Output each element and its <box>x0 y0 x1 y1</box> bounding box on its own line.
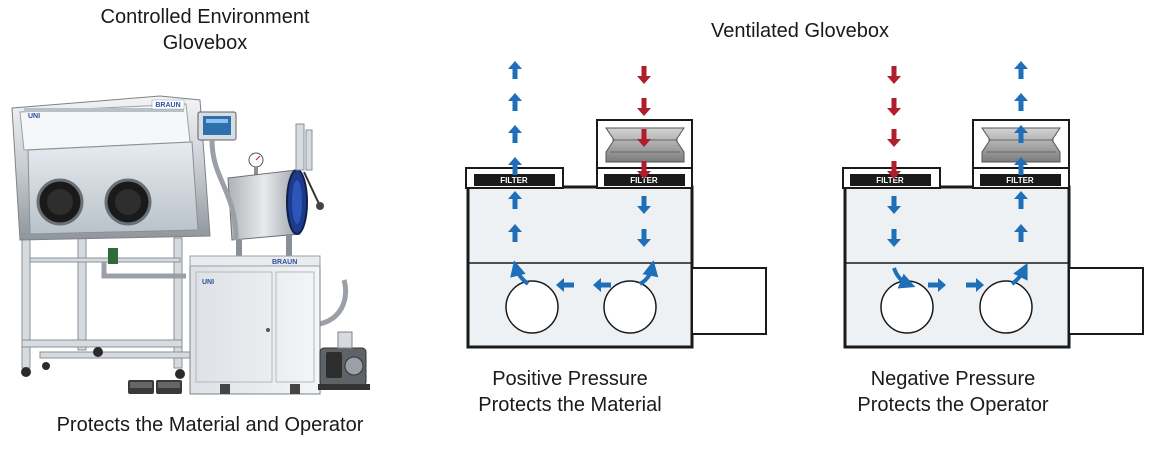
airflow-arrow <box>887 161 901 179</box>
airflow-arrow <box>1014 157 1028 175</box>
controlled-glovebox-caption: Protects the Material and Operator <box>56 414 364 436</box>
chamber-brand-plate: BRAUN UNI <box>28 99 185 120</box>
vacuum-pump <box>318 331 370 390</box>
brand-logo-top: BRAUN <box>155 102 180 109</box>
airflow-arrow <box>1014 61 1028 79</box>
positive-chamber <box>466 185 694 349</box>
sub-brand-logo-top: UNI <box>28 113 40 120</box>
negative-chamber <box>843 185 1071 349</box>
negative-filter-left-label: FILTER <box>876 176 904 185</box>
airflow-arrow <box>556 278 574 292</box>
airflow-arrow <box>1014 191 1028 209</box>
positive-antechamber <box>691 267 767 335</box>
glovebox-stand <box>21 237 201 369</box>
negative-pressure-diagram: FILTER FILTER <box>842 119 1144 349</box>
airflow-curve-arrow <box>510 260 530 286</box>
negative-filter-right-label: FILTER <box>1006 176 1034 185</box>
pipe-valve <box>108 248 118 264</box>
airflow-arrow <box>966 278 984 292</box>
airflow-curve-arrow <box>892 267 916 289</box>
airflow-arrow <box>637 98 651 116</box>
pressure-gauge <box>248 152 264 177</box>
positive-pressure-caption: Positive Pressure Protects the Material <box>420 366 720 418</box>
glovebox-chamber <box>11 95 211 241</box>
airflow-arrow <box>637 161 651 179</box>
airflow-arrow <box>887 66 901 84</box>
glove-ports <box>36 178 152 226</box>
brand-logo-cabinet: BRAUN <box>272 259 297 266</box>
positive-line-1: Positive Pressure <box>492 368 648 390</box>
negative-glove-port-left <box>880 280 934 334</box>
negative-line-1: Negative Pressure <box>870 368 1036 390</box>
airflow-arrow <box>593 278 611 292</box>
airflow-arrow <box>637 129 651 147</box>
negative-antechamber <box>1068 267 1144 335</box>
title-line-1: Controlled Environment <box>100 6 310 28</box>
airflow-arrows <box>508 61 1028 292</box>
positive-pressure-diagram: FILTER FILTER <box>465 119 767 349</box>
airflow-arrow <box>887 229 901 247</box>
airflow-arrow <box>1014 125 1028 143</box>
airflow-arrow <box>637 66 651 84</box>
positive-line-2: Protects the Material <box>478 394 662 416</box>
airflow-arrow <box>637 229 651 247</box>
ventilated-glovebox-title: Ventilated Glovebox <box>711 20 889 42</box>
sub-brand-logo-cabinet: UNI <box>202 279 214 286</box>
airflow-arrow <box>887 98 901 116</box>
controlled-glovebox-title: Controlled Environment Glovebox <box>45 4 365 56</box>
title-line-2: Glovebox <box>162 32 248 54</box>
purifier-cabinet: BRAUN UNI <box>189 255 321 395</box>
airflow-arrow <box>508 224 522 242</box>
airflow-arrow <box>508 157 522 175</box>
foot-pedals <box>128 380 182 394</box>
airflow-curve-arrow <box>1010 262 1028 286</box>
positive-filter-left: FILTER <box>465 167 564 189</box>
airflow-arrow <box>508 191 522 209</box>
airflow-curve-arrow <box>638 260 659 286</box>
negative-filter-left: FILTER <box>842 167 941 189</box>
positive-glove-port-right <box>603 280 657 334</box>
control-touchscreen <box>197 111 237 141</box>
positive-glove-port-left <box>505 280 559 334</box>
caster-wheels <box>21 347 185 379</box>
airflow-arrow <box>637 196 651 214</box>
airflow-arrow <box>508 93 522 111</box>
airflow-arrow <box>887 129 901 147</box>
airflow-arrow <box>887 196 901 214</box>
airflow-arrow <box>1014 93 1028 111</box>
positive-filter-right-label: FILTER <box>630 176 658 185</box>
airflow-arrow <box>928 278 946 292</box>
airflow-arrow <box>508 61 522 79</box>
positive-filter-left-label: FILTER <box>500 176 528 185</box>
glovebox-photo: BRAUN UNI <box>11 95 370 395</box>
negative-pressure-caption: Negative Pressure Protects the Operator <box>803 366 1103 418</box>
antechamber <box>227 123 324 260</box>
airflow-arrow <box>1014 224 1028 242</box>
negative-line-2: Protects the Operator <box>857 394 1049 416</box>
negative-glove-port-right <box>979 280 1033 334</box>
airflow-arrow <box>508 125 522 143</box>
negative-filter-right: FILTER <box>972 167 1070 189</box>
